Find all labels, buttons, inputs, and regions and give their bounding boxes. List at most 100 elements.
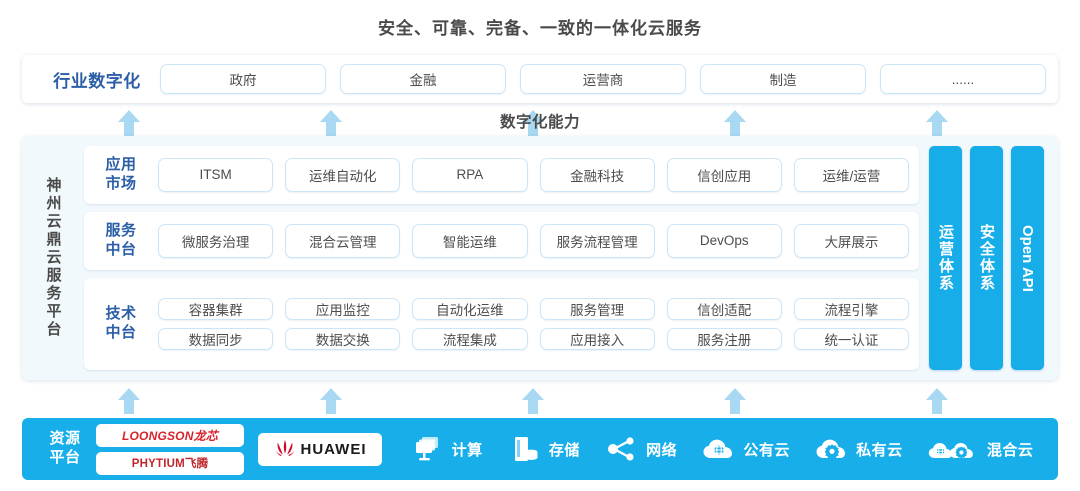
up-arrow-icon <box>926 388 948 414</box>
industry-row: 行业数字化 政府 金融 运营商 制造 ...... <box>22 55 1058 103</box>
loongson-logo: LOONGSON龙芯 <box>96 423 244 447</box>
app-market-item-itsm[interactable]: ITSM <box>158 157 274 192</box>
capability-header: 数字化能力 <box>499 114 580 131</box>
resource-label-public-cloud: 公有云 <box>743 441 790 459</box>
app-market-item-xinchuang-app[interactable]: 信创应用 <box>666 157 782 192</box>
tech-item-app-access[interactable]: 应用接入 <box>539 327 655 350</box>
row-label-tech-midend: 技术 中台 <box>84 305 158 343</box>
phytium-logo: PHYTIUM飞腾 <box>96 451 244 475</box>
industry-item-telecom[interactable]: 运营商 <box>520 64 686 94</box>
private-cloud-icon <box>816 439 846 460</box>
platform-rows: 应用 市场 ITSM 运维自动化 RPA 金融科技 信创应用 运维/运营 <box>84 146 919 371</box>
tech-item-unified-auth[interactable]: 统一认证 <box>793 327 910 350</box>
up-arrow-icon <box>320 388 342 414</box>
side-bar-security-system[interactable]: 安全体系 <box>970 146 1003 370</box>
industry-item-more[interactable]: ...... <box>880 64 1046 94</box>
storage-icon <box>514 437 538 461</box>
service-item-hybrid-cloud-mgmt[interactable]: 混合云管理 <box>285 223 401 258</box>
public-cloud-icon <box>703 439 733 458</box>
tech-midend-grid: 容器集群 应用监控 自动化运维 服务管理 信创适配 流程引擎 数据同步 数据交换… <box>158 297 910 350</box>
resource-item-public-cloud[interactable]: 公有云 <box>702 435 790 463</box>
row-app-market: 应用 市场 ITSM 运维自动化 RPA 金融科技 信创应用 运维/运营 <box>84 146 919 204</box>
cloud-platform-panel: 神州云鼎云服务平台 应用 市场 ITSM 运维自动化 RPA 金融科技 信创应用 <box>22 136 1058 380</box>
row-label-line1: 应用 <box>105 156 137 174</box>
resource-item-list: 计算 存储 <box>398 435 1046 463</box>
tech-item-automated-ops[interactable]: 自动化运维 <box>412 297 528 320</box>
up-arrow-icon <box>926 110 948 136</box>
side-bar-label-open-api: Open API <box>1019 224 1036 292</box>
tech-midend-items-row2: 数据同步 数据交换 流程集成 应用接入 服务注册 统一认证 <box>158 327 910 350</box>
service-item-microservice-governance[interactable]: 微服务治理 <box>158 223 274 258</box>
row-tech-midend: 技术 中台 容器集群 应用监控 自动化运维 服务管理 信创适配 流程引擎 <box>84 277 919 371</box>
up-arrow-icon <box>724 110 746 136</box>
network-icon <box>608 437 634 461</box>
service-item-big-screen[interactable]: 大屏展示 <box>793 223 910 258</box>
industry-item-finance[interactable]: 金融 <box>340 64 506 94</box>
platform-vertical-label-text: 神州云鼎云服务平台 <box>44 177 62 339</box>
row-label-line2: 市场 <box>105 174 137 192</box>
resource-item-network[interactable]: 网络 <box>605 435 677 463</box>
tech-item-service-registry[interactable]: 服务注册 <box>666 327 782 350</box>
side-bar-label-security: 安全体系 <box>978 224 995 292</box>
tech-item-xinchuang-adaptation[interactable]: 信创适配 <box>666 297 782 320</box>
tech-item-process-integration[interactable]: 流程集成 <box>412 327 528 350</box>
resource-item-compute[interactable]: 计算 <box>411 435 483 463</box>
hybrid-cloud-icon <box>928 443 973 459</box>
row-label-line1: 技术 <box>105 305 137 322</box>
tech-item-service-mgmt[interactable]: 服务管理 <box>539 297 655 320</box>
resource-label-line1: 资源 <box>49 430 81 448</box>
huawei-flower-icon <box>274 439 295 456</box>
resource-label-hybrid-cloud: 混合云 <box>986 441 1034 459</box>
tech-item-container-cluster[interactable]: 容器集群 <box>158 297 274 320</box>
resource-label-line2: 平台 <box>49 449 81 466</box>
service-item-service-process-mgmt[interactable]: 服务流程管理 <box>539 223 655 258</box>
huawei-logo-text: HUAWEI <box>300 440 367 458</box>
row-label-line2: 中台 <box>105 240 137 258</box>
platform-body: 应用 市场 ITSM 运维自动化 RPA 金融科技 信创应用 运维/运营 <box>84 146 1046 371</box>
row-service-midend: 服务 中台 微服务治理 混合云管理 智能运维 服务流程管理 DevOps 大屏展… <box>84 211 919 270</box>
up-arrow-icon <box>320 110 342 136</box>
row-label-service-midend: 服务 中台 <box>84 222 158 260</box>
resource-item-storage[interactable]: 存储 <box>508 435 580 463</box>
tech-item-process-engine[interactable]: 流程引擎 <box>793 297 910 320</box>
resource-label-private-cloud: 私有云 <box>856 441 903 459</box>
industry-item-manufacturing[interactable]: 制造 <box>700 64 866 94</box>
tech-midend-items-row1: 容器集群 应用监控 自动化运维 服务管理 信创适配 流程引擎 <box>158 297 910 320</box>
industry-item-list: 政府 金融 运营商 制造 ...... <box>160 64 1046 94</box>
platform-side-bars: 运营体系 安全体系 Open API <box>927 146 1046 370</box>
platform-vertical-label: 神州云鼎云服务平台 <box>22 146 84 370</box>
resource-label-compute: 计算 <box>451 441 483 459</box>
resource-label-storage: 存储 <box>548 441 580 459</box>
industry-row-label: 行业数字化 <box>53 71 141 91</box>
row-label-app-market: 应用 市场 <box>84 156 158 194</box>
resource-item-private-cloud[interactable]: 私有云 <box>815 435 903 463</box>
compute-icon <box>415 437 438 461</box>
app-market-item-ops-automation[interactable]: 运维自动化 <box>285 157 401 192</box>
service-item-aiops[interactable]: 智能运维 <box>412 223 528 258</box>
side-bar-label-operations: 运营体系 <box>937 224 954 292</box>
up-arrow-icon <box>522 110 544 136</box>
up-arrow-icon <box>522 388 544 414</box>
side-bar-open-api[interactable]: Open API <box>1011 146 1044 370</box>
row-label-line1: 服务 <box>105 221 137 239</box>
resource-label-network: 网络 <box>646 441 678 459</box>
app-market-item-ops-operation[interactable]: 运维/运营 <box>793 157 910 192</box>
huawei-logo: HUAWEI <box>258 432 382 466</box>
row-label-line2: 中台 <box>105 323 137 341</box>
up-arrow-icon <box>118 388 140 414</box>
tech-item-data-exchange[interactable]: 数据交换 <box>285 327 401 350</box>
resource-item-hybrid-cloud[interactable]: 混合云 <box>928 435 1034 463</box>
app-market-item-fintech[interactable]: 金融科技 <box>539 157 655 192</box>
up-arrow-icon <box>724 388 746 414</box>
tech-item-app-monitoring[interactable]: 应用监控 <box>285 297 401 320</box>
side-bar-operations-system[interactable]: 运营体系 <box>929 146 962 370</box>
page-title: 安全、可靠、完备、一致的一体化云服务 <box>378 19 702 38</box>
resource-row-label: 资源 平台 <box>34 430 96 468</box>
app-market-item-rpa[interactable]: RPA <box>412 157 528 192</box>
up-arrow-icon <box>118 110 140 136</box>
industry-item-government[interactable]: 政府 <box>160 64 326 94</box>
service-item-devops[interactable]: DevOps <box>666 223 782 258</box>
tech-item-data-sync[interactable]: 数据同步 <box>158 327 274 350</box>
app-market-items: ITSM 运维自动化 RPA 金融科技 信创应用 运维/运营 <box>158 157 910 192</box>
